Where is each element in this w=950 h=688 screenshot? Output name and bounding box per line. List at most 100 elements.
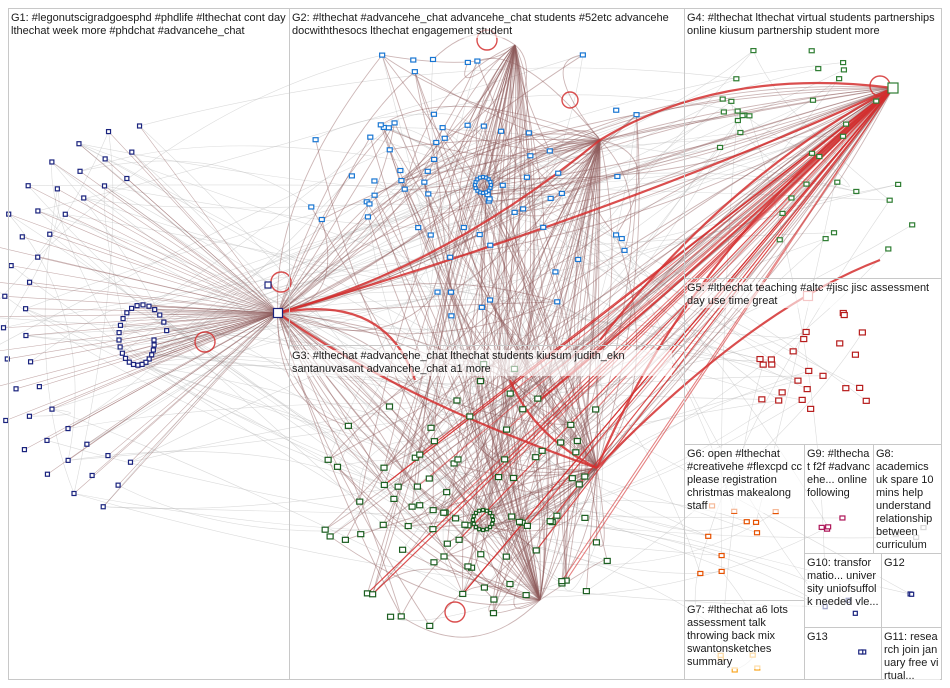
g10-node — [852, 610, 858, 616]
g3-node — [502, 426, 511, 433]
g3-cluster-node — [471, 521, 476, 526]
g1-node — [3, 417, 9, 424]
g4-node — [788, 195, 795, 201]
g2-node — [379, 52, 386, 58]
self-loop — [194, 331, 216, 353]
g3-node — [506, 390, 514, 397]
g2-node — [460, 224, 467, 231]
g2-node — [464, 59, 471, 66]
g1-node — [101, 183, 108, 189]
group-panel-g4 — [684, 8, 942, 279]
g2-node — [439, 125, 446, 131]
g2-node — [434, 289, 441, 295]
g5-node — [862, 397, 870, 404]
g5-node — [759, 361, 767, 368]
g3-node — [459, 590, 467, 598]
g1-node — [102, 156, 108, 162]
g5-node — [836, 340, 844, 347]
g3-node — [532, 547, 540, 554]
g1-spiral-node — [152, 307, 158, 313]
g3-node — [416, 451, 424, 458]
g4-node — [734, 108, 741, 114]
g1-node — [84, 441, 90, 447]
g1-spiral-node — [146, 303, 152, 309]
g2-node — [523, 174, 531, 180]
g1-spiral-node — [151, 342, 157, 348]
g2-node — [421, 179, 428, 185]
g2-node — [447, 254, 454, 260]
g2-node — [618, 235, 625, 242]
g2-node — [424, 168, 431, 174]
g3-node — [356, 498, 364, 505]
g2-node — [554, 299, 561, 305]
g2-node — [318, 216, 325, 223]
g3-node — [509, 474, 518, 482]
g1-node — [81, 195, 87, 201]
g9-node — [839, 515, 846, 521]
g3-node — [461, 521, 469, 528]
g3-node — [603, 557, 611, 565]
g3-cluster-node — [484, 508, 489, 513]
g4-node — [803, 181, 810, 187]
g2-node — [614, 173, 621, 180]
g2-node — [415, 224, 422, 231]
g4-node — [719, 96, 726, 102]
g3-node — [568, 475, 576, 482]
g1-node — [89, 472, 95, 479]
g3-node — [534, 395, 542, 402]
g3-node — [480, 584, 489, 591]
g3-node — [506, 580, 514, 588]
g3-node — [357, 531, 365, 538]
g2-node — [478, 304, 485, 310]
g3-node — [553, 512, 561, 519]
g4-node — [716, 144, 724, 151]
g2-node — [486, 297, 494, 303]
g3-node — [567, 421, 575, 428]
g1-node — [19, 234, 25, 240]
g3-node — [454, 456, 462, 463]
g4-node — [909, 222, 916, 228]
g2-node — [633, 112, 640, 118]
g5-node — [800, 335, 808, 343]
g1-spiral-node — [134, 303, 140, 309]
g2-node — [425, 191, 432, 197]
g2-node — [480, 123, 487, 129]
g1-node — [0, 325, 7, 331]
g3-cluster-node — [473, 510, 479, 516]
g3-node — [522, 591, 530, 599]
g3-node — [476, 378, 485, 385]
g5-node — [851, 351, 860, 358]
g2-node — [431, 156, 438, 163]
g1-spiral-node — [119, 350, 125, 356]
g2-node — [441, 135, 448, 141]
g1-spiral-node — [126, 359, 132, 365]
g4-node — [873, 98, 880, 104]
g4-node — [746, 113, 753, 119]
g3-node — [450, 460, 458, 467]
g2-node — [447, 289, 455, 295]
g3-cluster-node — [480, 527, 486, 533]
g1-spiral-node — [128, 305, 135, 311]
g2-node — [621, 247, 628, 253]
group-panel-g12 — [881, 553, 942, 628]
g2-node — [476, 231, 483, 238]
g4-node — [809, 97, 817, 103]
g2-node — [367, 134, 374, 140]
g9-node — [818, 524, 825, 530]
g3-node — [523, 522, 531, 529]
g1-spiral-node — [164, 328, 170, 334]
g3-node — [466, 413, 474, 420]
g4-node — [750, 47, 757, 54]
g3-cluster-node — [480, 507, 486, 513]
g5-node — [767, 356, 775, 363]
g2-node — [448, 313, 455, 319]
g3-node — [440, 509, 448, 516]
g2-node — [519, 206, 527, 212]
g5-node — [858, 329, 866, 336]
g4-node — [853, 188, 860, 195]
g1-node — [47, 231, 53, 237]
g2-node — [464, 122, 471, 128]
g3-cluster-node — [487, 524, 493, 530]
g1-node — [76, 141, 82, 147]
